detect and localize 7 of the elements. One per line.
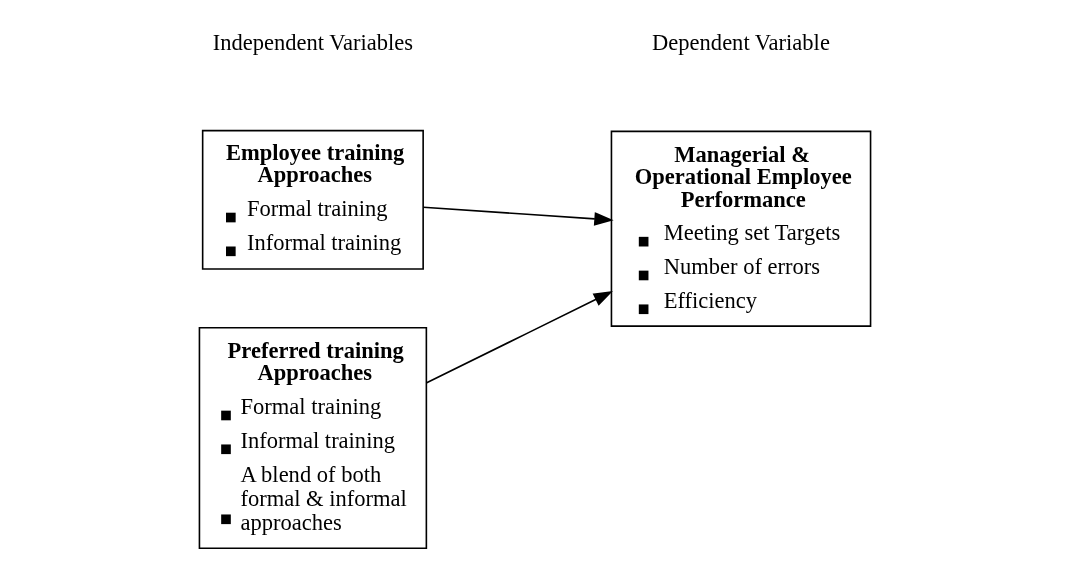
node-box: Managerial & Operational Employee Performance Meeting set Targets Number of errors Efficiency [610,130,872,327]
label: Independent Variables [212,29,414,55]
arrow [422,206,614,226]
node-box: Employee training Approaches Formal training Informal training [201,129,424,270]
label: Dependent Variable [652,29,830,55]
node-box: Preferred training Approaches Formal training Informal training A blend of both formal & informal approaches [198,326,428,550]
arrow [425,291,613,384]
